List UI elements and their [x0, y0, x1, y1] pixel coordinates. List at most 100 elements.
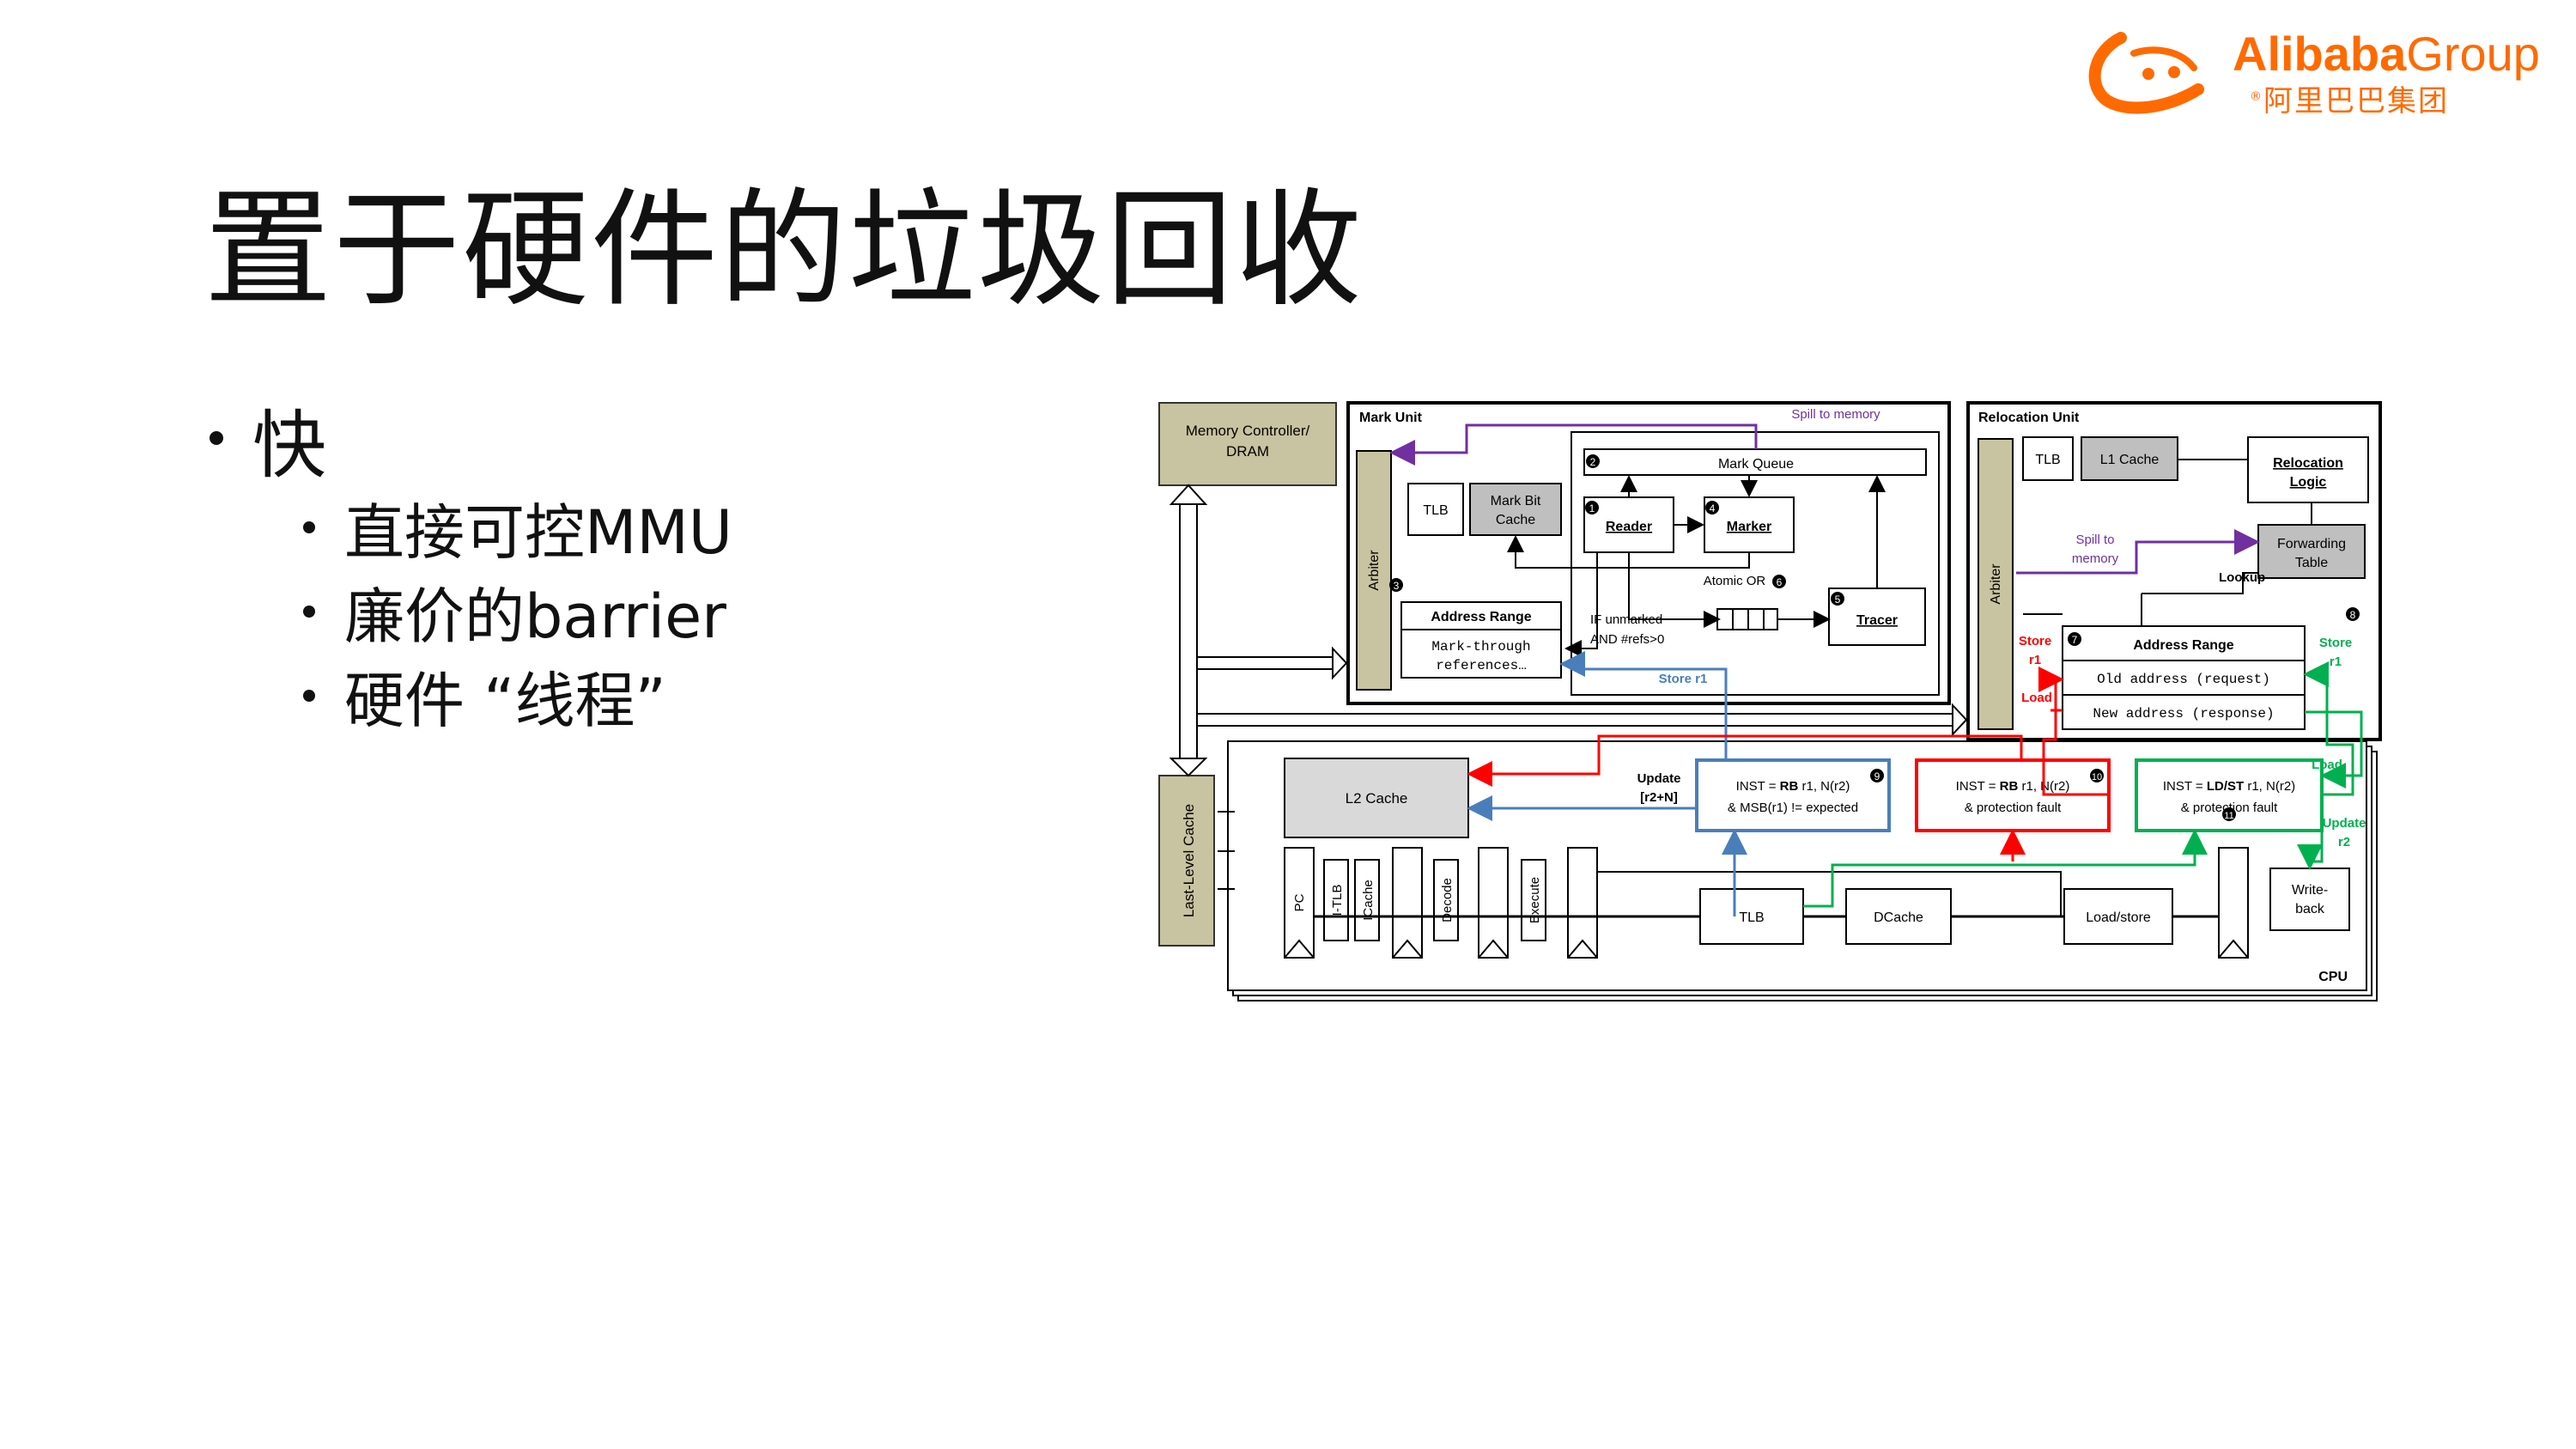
reloc-store-r1-left-2: r1: [2029, 653, 2041, 667]
memory-controller-label-2: DRAM: [1226, 443, 1269, 460]
update-r2-label-2: r2: [2338, 835, 2350, 849]
atomic-or-label: Atomic OR: [1704, 574, 1766, 588]
sub-bullet-item: 直接可控MMU: [303, 485, 732, 569]
memory-controller-box: [1158, 402, 1337, 486]
logo-registered: ®: [2250, 89, 2263, 104]
mark-arbiter-box: [1356, 450, 1392, 691]
mark-tlb-label: TLB: [1423, 503, 1448, 518]
new-address-box: [2062, 694, 2306, 730]
badge-7: 7: [2072, 634, 2078, 646]
relocation-tlb-box: [2022, 436, 2074, 481]
forwarding-table-label-2: Table: [2295, 556, 2328, 570]
badge-9: 9: [1874, 770, 1880, 782]
writeback-label-2: back: [2295, 902, 2325, 916]
memory-controller-label: Memory Controller/: [1186, 423, 1310, 439]
mark-bit-cache-label-2: Cache: [1496, 513, 1535, 527]
mark-through-label-2: references…: [1436, 658, 1527, 673]
itlb-stage: [1323, 859, 1349, 941]
inst10-line1: INST = RB r1, N(r2): [1956, 779, 2070, 794]
badge-11: 11: [2224, 811, 2233, 821]
logo-chinese-text: 阿里巴巴集团: [2263, 84, 2449, 119]
mark-queue-label: Mark Queue: [1718, 457, 1794, 472]
badge-1: 1: [1589, 502, 1595, 514]
relocation-address-range-box: [2062, 625, 2306, 661]
sub-bullet-item: 硬件 “线程”: [303, 654, 732, 738]
mark-bit-cache-label: Mark Bit: [1491, 494, 1541, 508]
l1-cache-label: L1 Cache: [2100, 453, 2160, 467]
itlb-label: I-TLB: [1330, 885, 1345, 916]
bullet-dot: [303, 606, 315, 618]
alibaba-group-logo: AlibabaGroup ®阿里巴巴集团: [2087, 21, 2559, 119]
badge-10: 10: [2092, 772, 2102, 782]
logo-brand-bold: Alibaba: [2233, 27, 2407, 81]
cpu-load-label: Load: [2312, 758, 2342, 772]
l2-cache-label: L2 Cache: [1346, 790, 1408, 807]
inst9-line1: INST = RB r1, N(r2): [1736, 779, 1850, 794]
load-store-label: Load/store: [2086, 910, 2151, 925]
relocation-arbiter-box: [1978, 438, 2014, 730]
icache-label: ICache: [1361, 880, 1376, 921]
mark-spill-label: Spill to memory: [1791, 407, 1880, 422]
mark-bit-cache-box: [1469, 483, 1562, 536]
reader-label: Reader: [1606, 520, 1652, 534]
number-badge: 5: [1831, 592, 1844, 606]
relocation-logic-box: [2247, 436, 2369, 503]
decode-label: Decode: [1440, 878, 1455, 922]
tracer-box: [1828, 588, 1926, 646]
update-label: Update: [1637, 771, 1681, 786]
number-badge: 3: [1389, 578, 1403, 592]
pc-label: PC: [1292, 893, 1307, 911]
update-label-2: [r2+N]: [1640, 790, 1678, 805]
new-address-label: New address (response): [2093, 706, 2274, 721]
badge-3: 3: [1394, 580, 1400, 592]
update-r2-label: Update: [2323, 816, 2366, 831]
number-badge: 7: [2068, 632, 2081, 646]
mark-arbiter-label: Arbiter: [1367, 550, 1382, 591]
sub-bullet-text: 硬件 “线程”: [344, 665, 666, 736]
l1-cache-box: [2081, 436, 2178, 481]
cpu-tlb-label: TLB: [1739, 910, 1764, 925]
sub-bullet-item: 廉价的barrier: [303, 569, 732, 654]
relocation-tlb-label: TLB: [2035, 453, 2060, 467]
load-store-box: [2063, 888, 2173, 945]
bullet-dot: [210, 431, 223, 445]
sub-bullet-text: 廉价的barrier: [344, 581, 726, 652]
marker-box: [1704, 496, 1795, 553]
sub-bullet-text: 直接可控MMU: [344, 496, 733, 568]
number-badge: 10: [2090, 769, 2104, 782]
relocation-spill-label-2: memory: [2072, 551, 2119, 566]
badge-8: 8: [2350, 609, 2356, 621]
memory-bus: [1179, 502, 1198, 761]
writeback-box: [2269, 868, 2350, 931]
logo-wordmark: AlibabaGroup: [2233, 26, 2540, 82]
if-unmarked-label: IF unmarked: [1590, 612, 1662, 627]
decode-stage: [1433, 859, 1459, 941]
l2-cache-box: [1284, 758, 1469, 838]
relocation-spill-label: Spill to: [2075, 533, 2114, 547]
inst10-line2: & protection fault: [1965, 801, 2062, 815]
mark-store-r1-label: Store r1: [1659, 672, 1708, 686]
cpu-label: CPU: [2318, 970, 2348, 984]
badge-4: 4: [1710, 502, 1716, 514]
bullet-item: 快: [204, 391, 732, 489]
inst9-line2: & MSB(r1) != expected: [1728, 801, 1858, 815]
and-refs-label: AND #refs>0: [1590, 632, 1664, 647]
cpu-tlb-box: [1699, 888, 1804, 945]
forwarding-table-label: Forwarding: [2277, 537, 2346, 551]
execute-stage: [1521, 859, 1546, 941]
check-box-9: [1695, 758, 1891, 832]
slide-title: 置于硬件的垃圾回收: [204, 176, 1364, 324]
number-badge: 1: [1585, 501, 1599, 514]
badge-6: 6: [1777, 576, 1783, 588]
reloc-store-r1-right-2: r1: [2330, 654, 2342, 669]
reloc-load-left: Load: [2021, 691, 2052, 705]
bullet-dot: [303, 521, 315, 533]
number-badge: 2: [1586, 454, 1600, 468]
tracer-label: Tracer: [1856, 613, 1898, 628]
mark-through-label: Mark-through: [1431, 639, 1530, 654]
diagram-svg: Memory Controller/ DRAM Last-Level Cache…: [1158, 401, 2382, 1002]
execute-label: Execute: [1528, 877, 1542, 923]
number-badge: 4: [1705, 501, 1719, 514]
bullet-text: 快: [252, 402, 326, 489]
old-address-label: Old address (request): [2097, 672, 2270, 687]
